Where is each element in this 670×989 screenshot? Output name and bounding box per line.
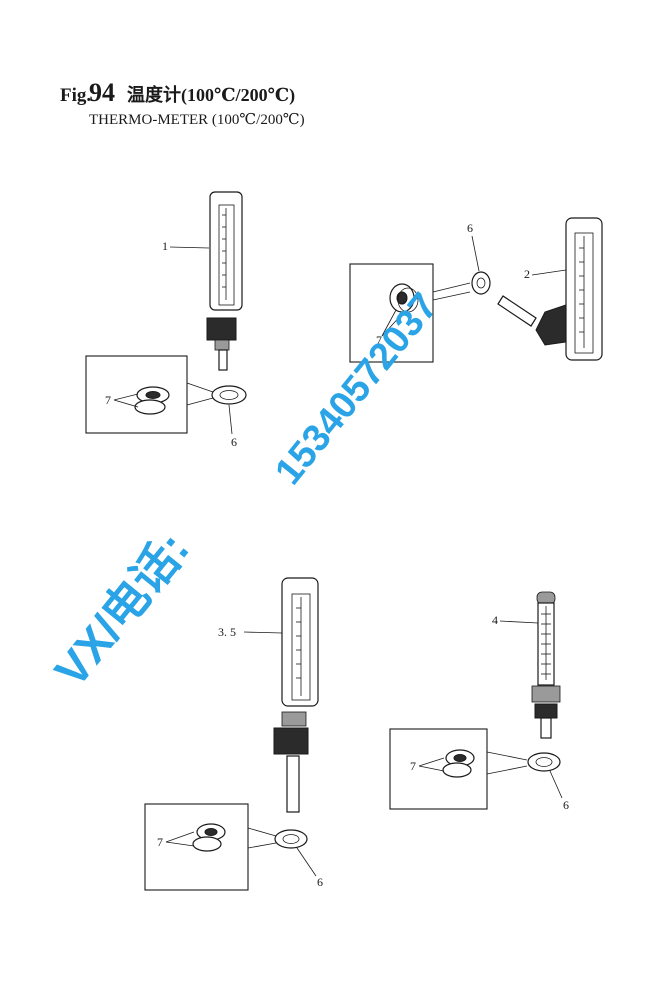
callout-6b: 6 (467, 221, 473, 235)
washer-6-d (527, 752, 561, 772)
callout-7d: 7 (410, 759, 416, 773)
thermometer-2 (497, 217, 603, 361)
watermark-contact-group: VX/电话: (44, 523, 199, 697)
title-english: THERMO-METER (100℃/200℃) (89, 112, 305, 128)
callout-7b: 7 (376, 333, 382, 347)
callout-4: 4 (492, 613, 498, 627)
washer-7-d (442, 749, 475, 778)
detail-box-a (85, 355, 188, 434)
callout-3-5: 3. 5 (218, 625, 236, 639)
title-chinese: 温度计(100℃/200℃) (127, 84, 295, 106)
washer-7-a (134, 386, 170, 415)
thermometer-4 (531, 591, 561, 739)
washer-6-c (274, 829, 308, 849)
thermometer-3-5 (273, 577, 319, 813)
watermark-phone: 15340572037 (267, 286, 446, 493)
callout-1: 1 (162, 239, 168, 253)
callout-6d: 6 (563, 798, 569, 812)
watermark: 15340572037 (267, 286, 446, 493)
fig-prefix: Fig. (60, 85, 91, 106)
figure-header: Fig. 94 温度计(100℃/200℃) THERMO-METER (100… (60, 78, 305, 128)
washer-6-a (211, 385, 247, 405)
callout-2: 2 (524, 267, 530, 281)
thermometer-1 (206, 191, 243, 371)
callout-6a: 6 (231, 435, 237, 449)
watermark-contact: VX/电话: (44, 523, 199, 697)
fig-number: 94 (89, 78, 115, 107)
detail-box-c (144, 803, 249, 891)
detail-box-d (389, 728, 488, 810)
callout-6c: 6 (317, 875, 323, 889)
callout-7a: 7 (105, 393, 111, 407)
callout-7c: 7 (157, 835, 163, 849)
detail-box-b (349, 263, 434, 363)
washer-7-b (389, 283, 419, 313)
washer-6-b (471, 271, 491, 295)
washer-7-c (192, 823, 226, 852)
